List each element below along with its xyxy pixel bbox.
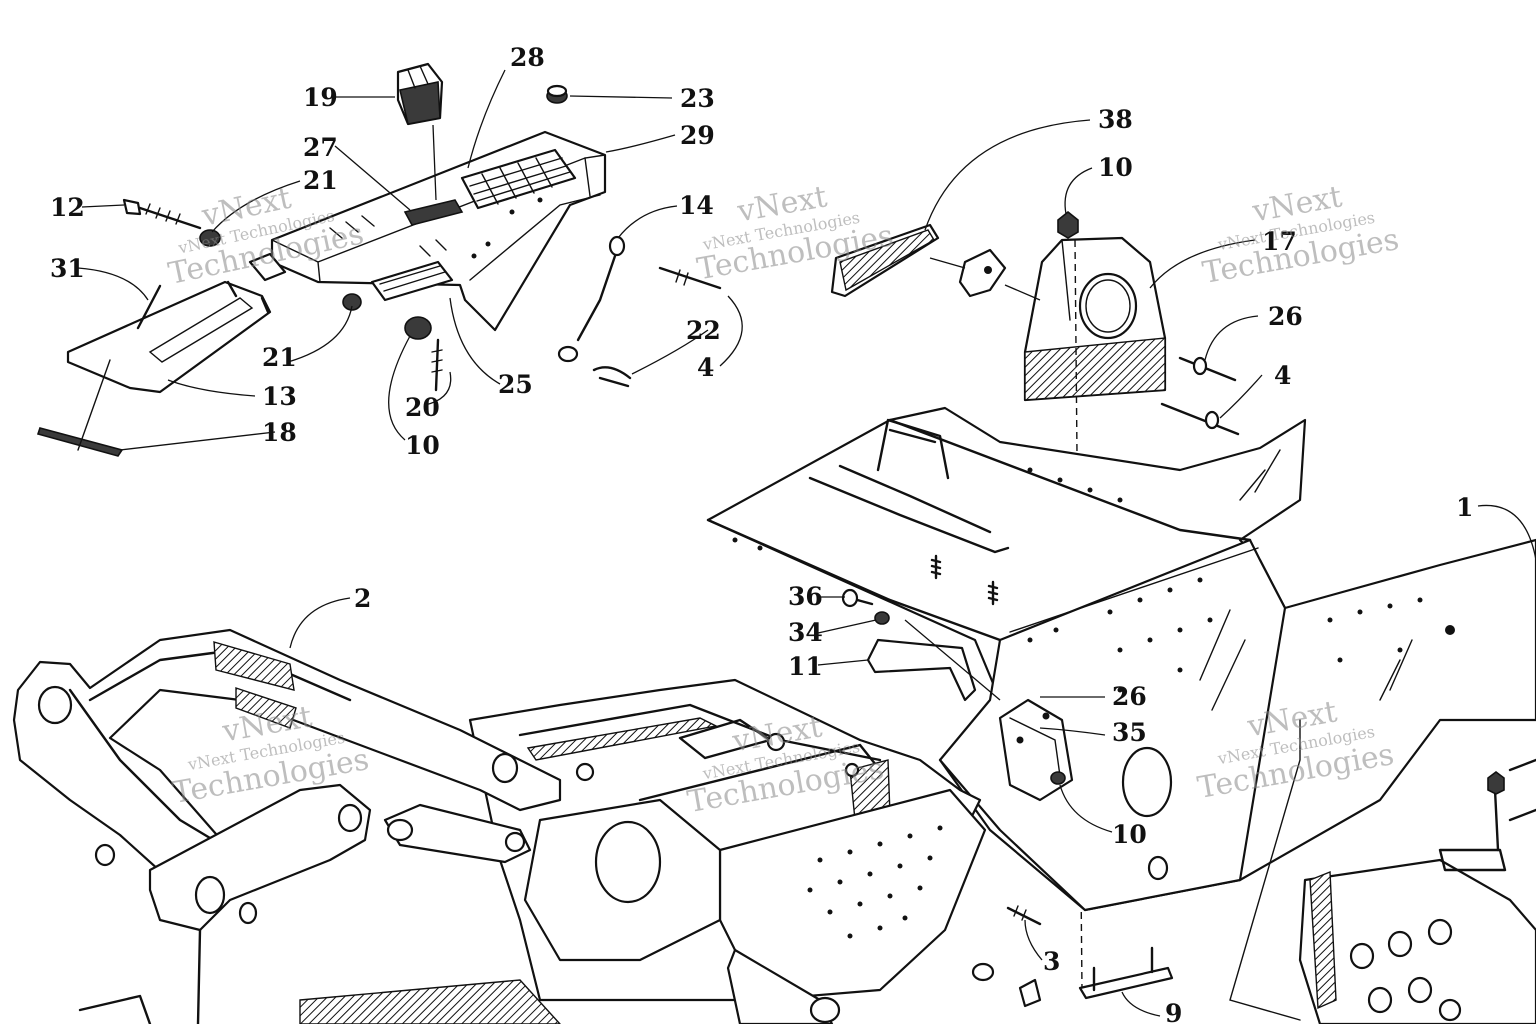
callout-3: 3 xyxy=(1043,947,1060,976)
callout-21-upper: 21 xyxy=(303,166,338,195)
callout-11: 11 xyxy=(788,652,823,681)
callout-18: 18 xyxy=(262,418,297,447)
part-35-clamp xyxy=(998,698,1074,802)
callout-26-upper: 26 xyxy=(1268,302,1303,331)
callout-38: 38 xyxy=(1098,105,1133,134)
callout-36: 36 xyxy=(788,582,823,611)
callout-12: 12 xyxy=(50,193,85,222)
part-18-strap xyxy=(36,359,124,457)
watermark-3: vNext vNext Technologies Technologies xyxy=(1200,179,1402,291)
callout-31: 31 xyxy=(50,254,85,283)
callout-10-upper-left: 10 xyxy=(405,431,440,460)
part-13-bracket xyxy=(66,280,272,394)
callout-20: 20 xyxy=(405,393,440,422)
callout-26-lower: 26 xyxy=(1112,682,1147,711)
part-2-suspension xyxy=(12,628,722,1024)
callout-23: 23 xyxy=(680,84,715,113)
part-23-grommet xyxy=(546,84,568,104)
callout-19: 19 xyxy=(303,83,338,112)
callout-34: 34 xyxy=(788,618,823,647)
callout-28: 28 xyxy=(510,43,545,72)
callout-22: 22 xyxy=(686,316,721,345)
callout-4-upper-left: 4 xyxy=(697,353,714,382)
callout-25: 25 xyxy=(498,370,533,399)
leader-lines xyxy=(77,69,1536,1017)
seat-bracket-assembly xyxy=(270,130,607,332)
callout-4-upper-right: 4 xyxy=(1274,361,1291,390)
callout-29: 29 xyxy=(680,121,715,150)
callout-21-lower: 21 xyxy=(262,343,297,372)
decal-grid xyxy=(460,148,577,210)
callout-27: 27 xyxy=(303,133,338,162)
callout-14: 14 xyxy=(679,191,714,220)
perforation-dots xyxy=(807,825,943,939)
callout-35: 35 xyxy=(1112,718,1147,747)
callout-10-lower: 10 xyxy=(1112,820,1147,849)
upper-right-parts xyxy=(830,210,1240,991)
tray-hardware xyxy=(122,198,722,392)
frame-rivets xyxy=(732,467,1455,693)
callout-2: 2 xyxy=(354,584,371,613)
part-31-screw xyxy=(136,284,162,330)
callout-1: 1 xyxy=(1456,493,1473,522)
callout-labels: 28 19 23 27 29 12 21 14 31 21 13 22 4 25… xyxy=(50,43,1473,1024)
part-19-clip xyxy=(396,62,444,126)
callout-17: 17 xyxy=(1262,227,1297,256)
lower-right-parts xyxy=(971,719,1536,1024)
callout-9: 9 xyxy=(1165,999,1182,1024)
callout-13: 13 xyxy=(262,382,297,411)
main-frame xyxy=(706,406,1536,912)
part-11-bracket xyxy=(841,588,977,702)
callout-10-upper-right: 10 xyxy=(1098,153,1133,182)
